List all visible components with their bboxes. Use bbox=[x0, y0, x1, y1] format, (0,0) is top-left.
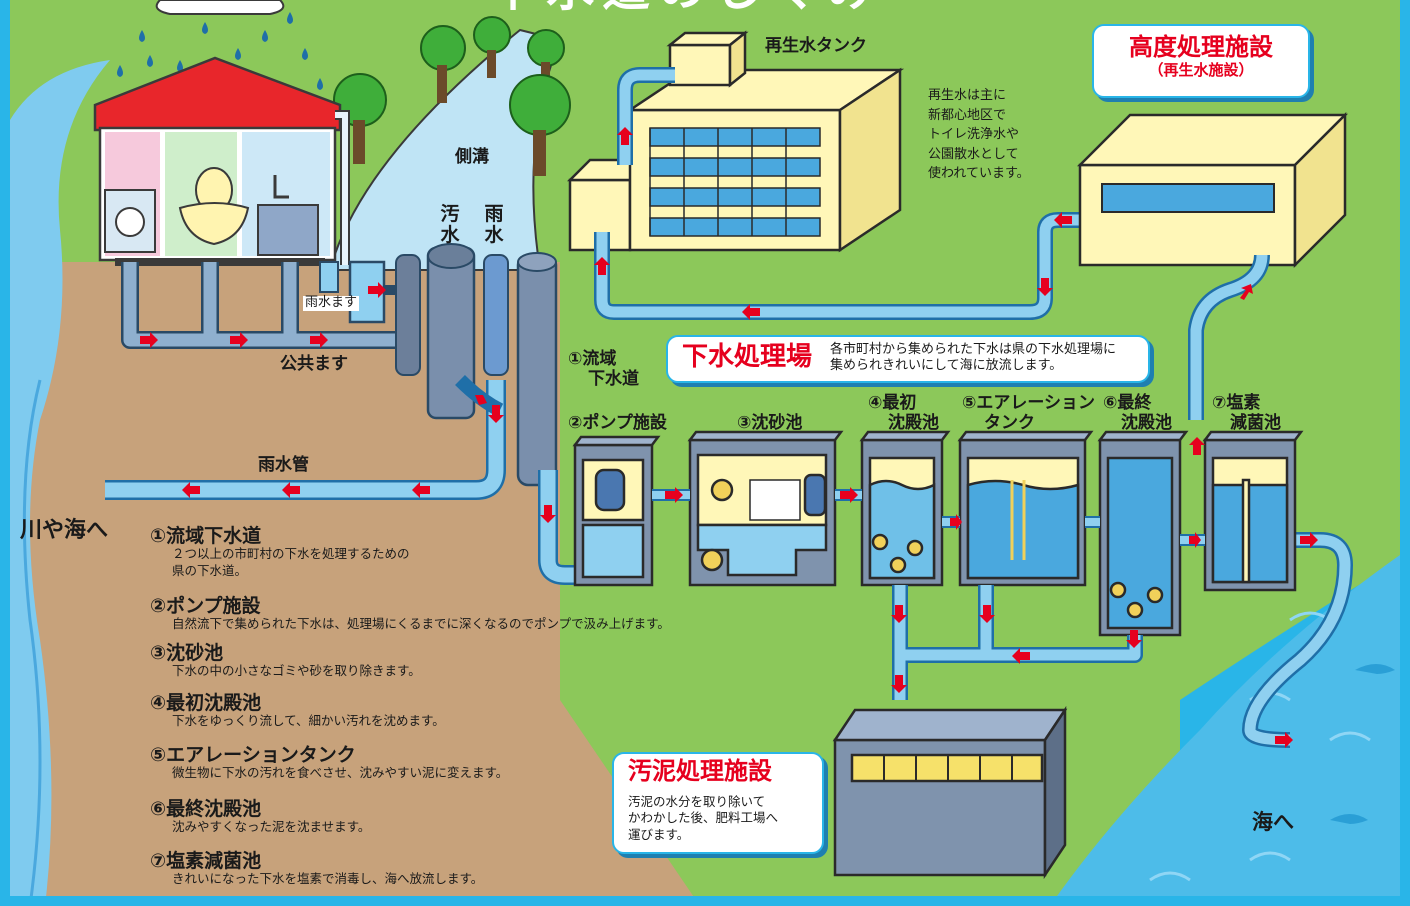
reclaimed-building bbox=[566, 30, 905, 253]
plant-box: 下水処理場 各市町村から集められた下水は県の下水処理場に 集められきれいにして海… bbox=[666, 335, 1150, 383]
reclaimed-tank-label: 再生水タンク bbox=[765, 36, 867, 56]
sludge-box: 汚泥処理施設 汚泥の水分を取り除いて かわかした後、肥料工場へ 運びます。 bbox=[612, 752, 824, 854]
legend-7-desc: きれいになった下水を塩素で消毒し、海へ放流します。 bbox=[172, 871, 483, 888]
river bbox=[10, 60, 110, 906]
sludge-desc-line: かわかした後、肥料工場へ bbox=[628, 810, 779, 826]
sewage-pipe-text: 汚水 bbox=[440, 203, 460, 246]
treatment-tanks bbox=[572, 430, 1304, 637]
manholes bbox=[395, 243, 558, 487]
legend-5-desc: 微生物に下水の汚れを食べさせ、沈みやすい泥に変えます。 bbox=[172, 765, 508, 782]
plant-title: 下水処理場 bbox=[682, 342, 813, 372]
sludge-title: 汚泥処理施設 bbox=[628, 757, 772, 785]
flow-arrows bbox=[140, 127, 1318, 748]
advanced-box: 高度処理施設 （再生水施設） bbox=[1092, 24, 1310, 98]
legend-1-desc-line: ２つ以上の市町村の下水を処理するための bbox=[172, 546, 410, 561]
legend-3-desc: 下水の中の小さなゴミや砂を取り除きます。 bbox=[172, 663, 421, 680]
legend-2-desc: 自然流下で集められた下水は、処理場にくるまでに深くなるのでポンプで汲み上げます。 bbox=[172, 616, 670, 633]
stage-7-label: ⑦塩素 減菌池 bbox=[1212, 393, 1281, 433]
stage-5-line: タンク bbox=[984, 412, 1035, 433]
rain-pipe-text: 雨水 bbox=[484, 203, 504, 246]
reclaimed-note-line: トイレ洗浄水や bbox=[928, 127, 1020, 142]
reclaimed-note-line: 新都心地区で bbox=[928, 107, 1007, 123]
reclaimed-note-line: 再生水は主に bbox=[928, 88, 1007, 103]
to-sea-label: 海へ bbox=[1252, 810, 1294, 834]
reclaimed-note-line: 使われています。 bbox=[928, 166, 1030, 181]
legend-7-desc-line: きれいになった下水を塩素で消毒し、海へ放流します。 bbox=[172, 871, 484, 886]
legend-3-title: ③沈砂池 bbox=[150, 642, 224, 664]
legend-4-desc-line: 下水をゆっくり流して、細かい汚れを沈めます。 bbox=[172, 713, 445, 728]
stage-4-line: ④最初 bbox=[868, 393, 917, 413]
sludge-building bbox=[832, 705, 1068, 880]
sludge-desc: 汚泥の水分を取り除いて かわかした後、肥料工場へ 運びます。 bbox=[628, 794, 778, 843]
legend-5-title: ⑤エアレーションタンク bbox=[150, 744, 356, 766]
stage-6-line: 沈殿池 bbox=[1121, 412, 1172, 433]
stage-4-label: ④最初 沈殿池 bbox=[868, 393, 939, 433]
reclaimed-note: 再生水は主に 新都心地区で トイレ洗浄水や 公園散水として 使われています。 bbox=[928, 86, 1030, 184]
legend-4-desc: 下水をゆっくり流して、細かい汚れを沈めます。 bbox=[172, 713, 445, 730]
advanced-title: 高度処理施設 bbox=[1129, 33, 1273, 61]
stage-2-label: ②ポンプ施設 bbox=[568, 413, 667, 433]
rain-inlet-label: 雨水ます bbox=[303, 295, 360, 311]
stage-5-label: ⑤エアレーション タンク bbox=[962, 393, 1096, 433]
legend-7-title: ⑦塩素減菌池 bbox=[150, 850, 262, 872]
reclaimed-note-line: 公園散水として bbox=[928, 146, 1019, 162]
stage-4-line: 沈殿池 bbox=[888, 412, 939, 433]
rain-pipe-label: 雨水管 bbox=[258, 455, 309, 475]
plant-desc-line: 集められきれいにして海に放流します。 bbox=[830, 358, 1063, 374]
legend-2-title: ②ポンプ施設 bbox=[150, 595, 261, 617]
legend-6-title: ⑥最終沈殿池 bbox=[150, 798, 262, 820]
page-title: 下水道のしくみ bbox=[490, 0, 884, 17]
stage-3-label: ③沈砂池 bbox=[737, 413, 803, 433]
legend-3-desc-line: 下水の中の小さなゴミや砂を取り除きます。 bbox=[172, 663, 421, 678]
stage-5-line: ⑤エアレーション bbox=[962, 393, 1096, 413]
legend-6-desc-line: 沈みやすくなった泥を沈ませます。 bbox=[172, 819, 371, 834]
plant-desc-line: 各市町村から集められた下水は県の下水処理場に bbox=[830, 342, 1117, 357]
stage-7-line: 減菌池 bbox=[1230, 412, 1281, 433]
plant-desc: 各市町村から集められた下水は県の下水処理場に 集められきれいにして海に放流します… bbox=[830, 342, 1116, 375]
stage-7-line: ⑦塩素 bbox=[1212, 393, 1261, 413]
stage-1-line: ①流域 bbox=[568, 349, 617, 369]
sludge-desc-line: 汚泥の水分を取り除いて bbox=[628, 794, 766, 809]
stage-1-label: ①流域 下水道 bbox=[568, 349, 639, 389]
side-ditch-label: 側溝 bbox=[455, 147, 489, 167]
legend-5-desc-line: 微生物に下水の汚れを食べさせ、沈みやすい泥に変えます。 bbox=[172, 765, 509, 780]
sludge-desc-line: 運びます。 bbox=[628, 826, 690, 842]
stage-6-label: ⑥最終 沈殿池 bbox=[1103, 393, 1172, 433]
legend-2-desc-line: 自然流下で集められた下水は、処理場にくるまでに深くなるのでポンプで汲み上げます。 bbox=[172, 616, 670, 631]
rain-drops bbox=[117, 12, 323, 90]
legend-6-desc: 沈みやすくなった泥を沈ませます。 bbox=[172, 819, 370, 836]
trees bbox=[333, 16, 571, 176]
advanced-building bbox=[1076, 111, 1349, 269]
sewage-pipe-label: 汚水 bbox=[440, 204, 460, 246]
legend-1-title: ①流域下水道 bbox=[150, 525, 262, 547]
public-inlet-label: 公共ます bbox=[280, 354, 348, 374]
stage-1-line: 下水道 bbox=[588, 368, 639, 389]
house bbox=[93, 56, 350, 266]
to-river-label: 川や海へ bbox=[20, 518, 109, 543]
advanced-sub: （再生水施設） bbox=[1148, 60, 1254, 79]
stage-6-line: ⑥最終 bbox=[1103, 393, 1152, 413]
rain-pipe-vertical-label: 雨水 bbox=[484, 204, 504, 246]
legend-4-title: ④最初沈殿池 bbox=[150, 692, 262, 714]
legend-1-desc-line: 県の下水道。 bbox=[172, 562, 248, 578]
legend-1-desc: ２つ以上の市町村の下水を処理するための 県の下水道。 bbox=[172, 546, 410, 580]
